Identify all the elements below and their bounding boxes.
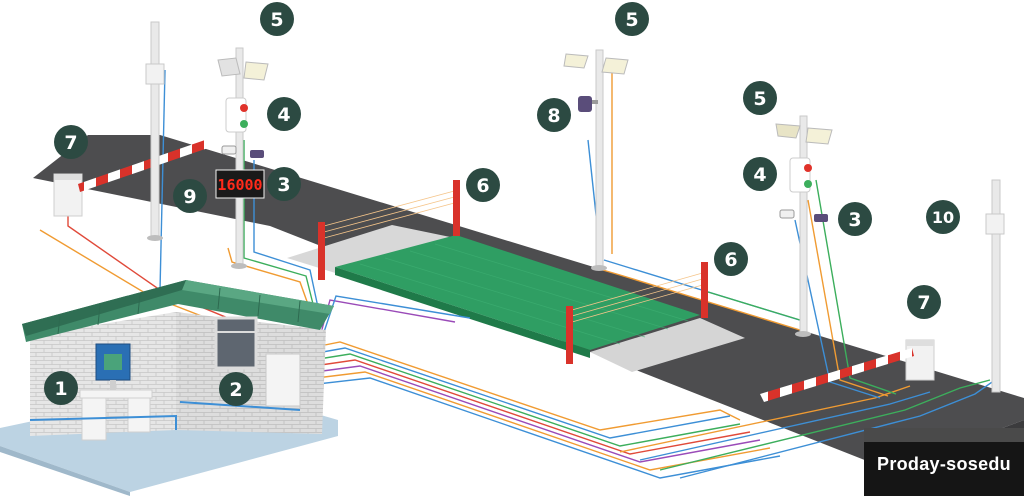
lamp-pole-left	[217, 47, 269, 269]
callout-4b: 4	[743, 157, 777, 191]
operator-monitor	[95, 343, 131, 390]
callout-2: 2	[219, 372, 253, 406]
scoreboard-reading: 16000	[217, 176, 262, 194]
svg-text:8: 8	[547, 105, 560, 127]
operator-building	[0, 280, 338, 496]
callout-7a: 7	[54, 125, 88, 159]
watermark-body	[864, 442, 1024, 496]
control-cabinet	[265, 353, 301, 407]
callout-3b: 3	[838, 202, 872, 236]
svg-text:3: 3	[277, 174, 290, 196]
callout-badges: 1 2 3 3 4 4 5 5	[44, 2, 960, 406]
ptz-camera	[578, 96, 598, 112]
callout-6a: 6	[466, 168, 500, 202]
ir-sensor-post	[318, 180, 708, 364]
svg-text:5: 5	[753, 88, 766, 110]
ramp-exit	[590, 318, 745, 372]
callout-1: 1	[44, 371, 78, 405]
watermark-text: Proday-sosedu	[877, 454, 1011, 474]
operator-desk	[79, 389, 153, 441]
svg-text:4: 4	[277, 104, 290, 126]
svg-text:2: 2	[229, 379, 242, 401]
camera-right	[779, 209, 828, 222]
traffic-light-left	[225, 97, 248, 133]
barrier-left	[53, 140, 208, 217]
svg-text:6: 6	[476, 175, 489, 197]
watermark: Proday-sosedu	[864, 428, 1024, 496]
callout-7b: 7	[907, 285, 941, 319]
callout-9: 9	[173, 179, 207, 213]
antenna-pole-left	[145, 21, 165, 241]
svg-text:10: 10	[932, 208, 954, 227]
lamp-pole-center	[563, 49, 629, 271]
svg-text:9: 9	[183, 186, 196, 208]
camera-left	[221, 145, 264, 158]
svg-text:4: 4	[753, 164, 766, 186]
platform-texture	[359, 243, 689, 345]
callout-5b: 5	[615, 2, 649, 36]
svg-text:7: 7	[917, 292, 930, 314]
traffic-light-right	[789, 157, 812, 193]
callout-4a: 4	[267, 97, 301, 131]
ir-beams	[323, 189, 707, 323]
callout-5a: 5	[260, 2, 294, 36]
barrier-right	[760, 339, 935, 402]
svg-text:7: 7	[64, 132, 77, 154]
svg-text:5: 5	[270, 9, 283, 31]
antenna-pole-right	[985, 179, 1005, 393]
callout-10: 10	[926, 200, 960, 234]
weigh-platform	[335, 235, 700, 350]
watermark-top-band	[864, 428, 1024, 442]
svg-text:5: 5	[625, 9, 638, 31]
callout-8: 8	[537, 98, 571, 132]
svg-text:1: 1	[54, 378, 67, 400]
svg-text:6: 6	[724, 249, 737, 271]
svg-text:3: 3	[848, 209, 861, 231]
building-window	[214, 316, 258, 370]
callout-6b: 6	[714, 242, 748, 276]
lamp-pole-right	[775, 115, 833, 337]
callout-5c: 5	[743, 81, 777, 115]
ramp-entry	[287, 225, 460, 276]
scoreboard-display: 16000	[215, 169, 265, 199]
callout-3a: 3	[267, 167, 301, 201]
weigh-platform-side	[335, 267, 590, 358]
